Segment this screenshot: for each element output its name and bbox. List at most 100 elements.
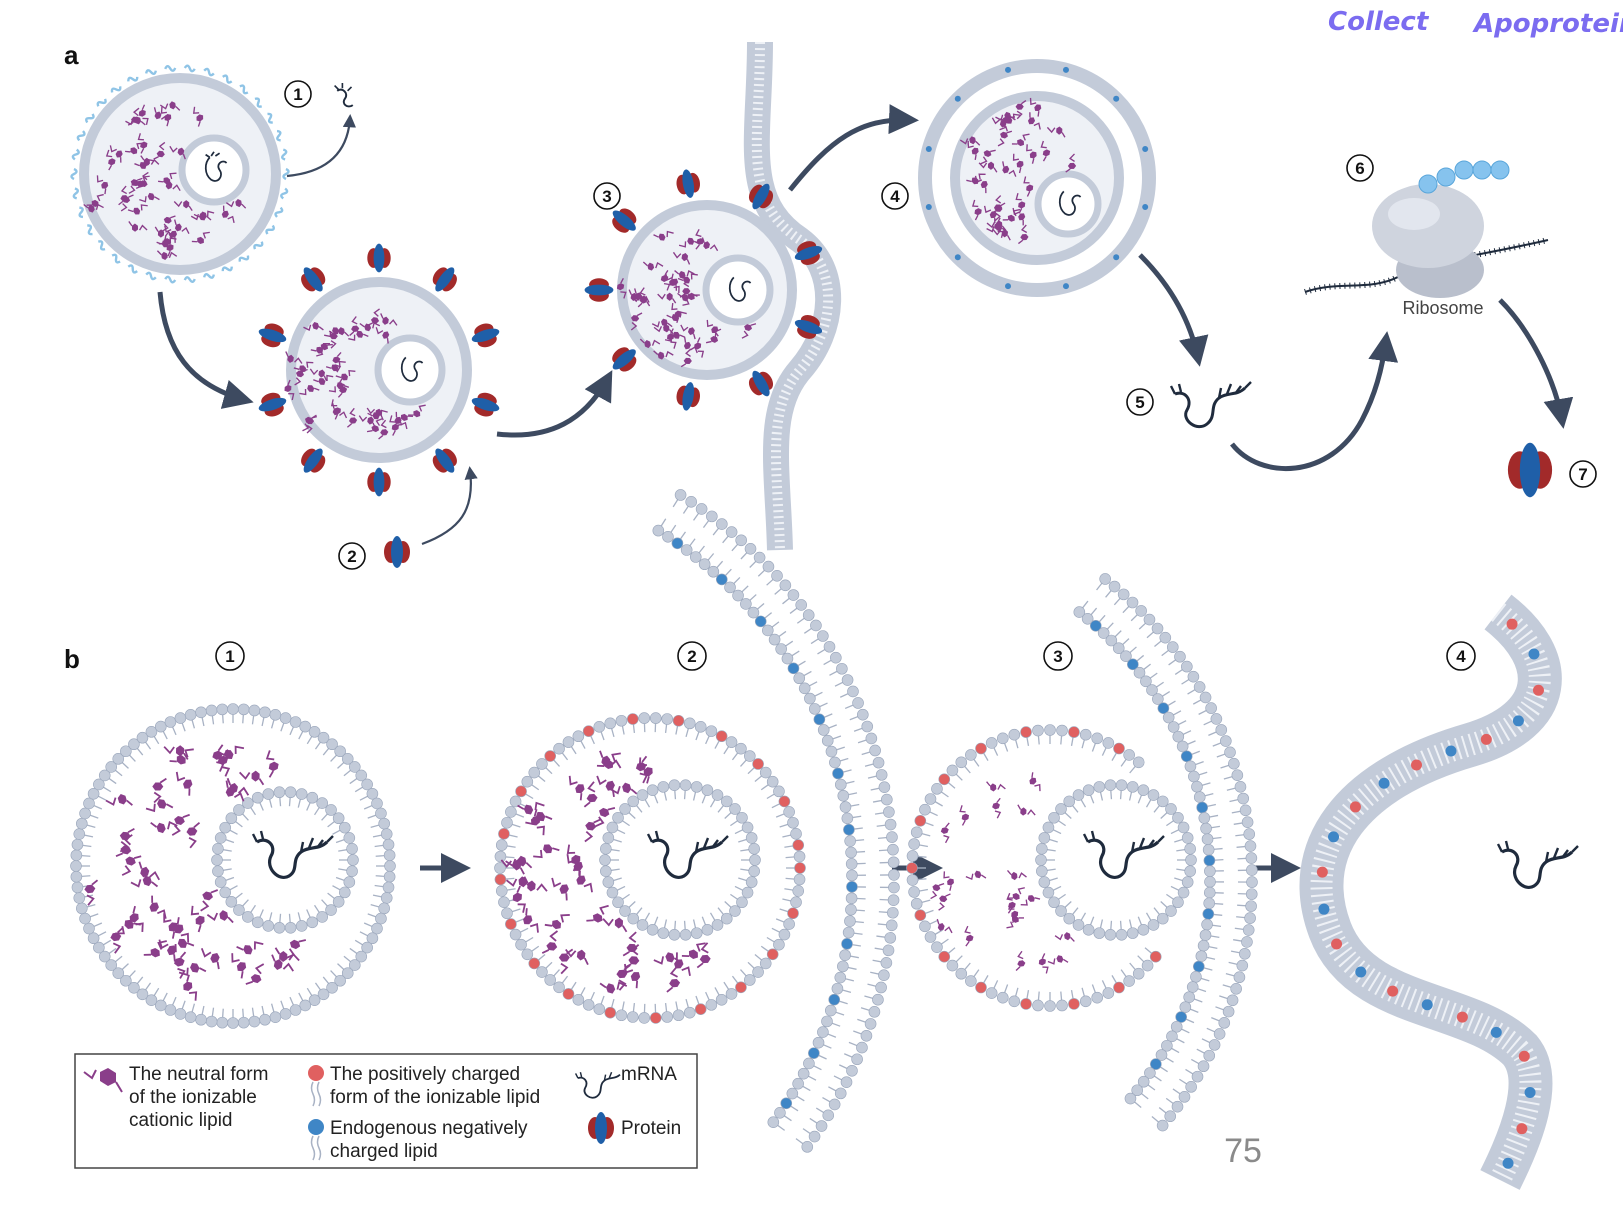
lipid-head [793,873,806,886]
lipid-head [1137,924,1150,936]
step-marker-a2: 2 [338,542,366,570]
lipid-head [646,784,659,796]
negative-lipid-head [787,662,800,675]
negative-lipid-head [843,823,855,836]
lipid-head [729,803,741,815]
neutral-lipid-molecule [1015,950,1026,971]
lipid-head [706,510,718,523]
lipid-head [1239,947,1251,960]
neutral-lipid-molecule [566,844,581,872]
lipid-head [279,1008,292,1020]
neutral-lipid-molecule [86,193,104,207]
lipid-head [341,967,354,979]
neutral-lipid-molecule [238,770,265,786]
lipid-head [375,807,387,820]
lipid-head [1241,816,1254,828]
lipid-head [1185,1081,1197,1093]
legend-negative-line1: Endogenous negatively [330,1118,528,1139]
lipid-head [348,959,361,971]
lipid-head [910,897,923,910]
lipid-head [1193,791,1206,803]
lipid-head [528,766,541,779]
lipid-head [690,927,703,939]
lipid-head [919,920,931,933]
lipid-head [1197,939,1210,952]
neutral-lipid-molecule [293,361,314,373]
lipid-head [1048,896,1060,909]
lipid-head [817,630,829,642]
neutral-lipid-molecule [1012,207,1026,226]
negative-lipid-head [1490,1026,1502,1038]
neutral-lipid-molecule [660,269,671,291]
lipid-head [306,791,319,804]
lipid-bilayer-ring [1035,779,1197,941]
lipid-head [120,974,132,987]
lipid-head [1159,631,1172,644]
neutral-lipid-molecule [332,403,348,419]
lipid-head [494,862,506,874]
neutral-lipid-molecule [1020,895,1041,906]
neutral-lipid-molecule [186,821,201,849]
lipid-head [1133,666,1146,679]
neutral-lipid-molecule [164,225,178,243]
peg-tag [276,129,282,142]
lipid-head [1102,737,1115,749]
lipid-head [1177,886,1190,899]
neutral-lipid-molecule [622,931,638,957]
negative-lipid-head [1512,715,1524,727]
lipid-head [1072,789,1085,801]
neutral-lipid-molecule [936,918,953,934]
released-mrna-icon [1169,381,1252,429]
lipid-head [1222,1005,1235,1018]
neutral-lipid-molecule [167,938,195,953]
lipid-head [672,1009,685,1022]
lipid-head [1237,792,1250,805]
amino-acid-bead [1454,160,1474,180]
positive-lipid-head [1149,950,1162,963]
neutral-lipid-molecule [1015,193,1026,214]
lipid-head [1204,876,1216,888]
lipid-head [792,1077,804,1090]
lipid-head [1102,987,1115,999]
lipid-head [1183,991,1195,1003]
lipid-head [741,886,754,899]
neutral-lipid-molecule [517,801,545,815]
corona-protein [612,347,637,372]
neutral-lipid-molecule [217,745,245,759]
lipid-head [965,975,977,987]
neutral-lipid-molecule [192,106,204,127]
lipid-head [1079,995,1092,1008]
corona-protein [676,169,701,198]
svg-text:1: 1 [225,647,234,666]
lipid-head [536,758,548,770]
lipid-head [509,928,522,941]
svg-text:3: 3 [1053,647,1062,666]
neutral-lipid-molecule [367,308,380,326]
neutral-lipid-molecule [666,328,677,349]
mrna-icon [1058,190,1082,216]
legend-positive-lipid-icon [308,1065,324,1107]
neutral-lipid-molecule [138,104,149,125]
neutral-lipid-molecule [677,273,698,284]
lipid-head [834,971,847,984]
lipid-head [837,789,850,802]
lipid-head [612,811,624,824]
neutral-lipid-molecule [337,377,348,398]
lipid-head [741,821,754,834]
neutral-lipid-molecule [525,811,553,826]
neutral-lipid-molecule [965,870,987,881]
lipid-head [1063,795,1076,808]
lipid-head [582,999,595,1011]
legend-neutral-lipid-icon [83,1068,123,1093]
neutral-lipid-molecule [138,861,160,881]
lipid-head [824,1004,837,1017]
lipid-head [1082,784,1095,796]
positive-lipid-head [787,907,799,920]
lipid-head [273,786,286,799]
positive-lipid-head [766,948,779,961]
lipid-head [1176,740,1189,753]
neutral-lipid-molecule [271,954,294,972]
peg-tag [282,167,290,181]
neutral-lipid-molecule [576,868,593,893]
escaped-membrane-markers [1316,618,1544,1169]
